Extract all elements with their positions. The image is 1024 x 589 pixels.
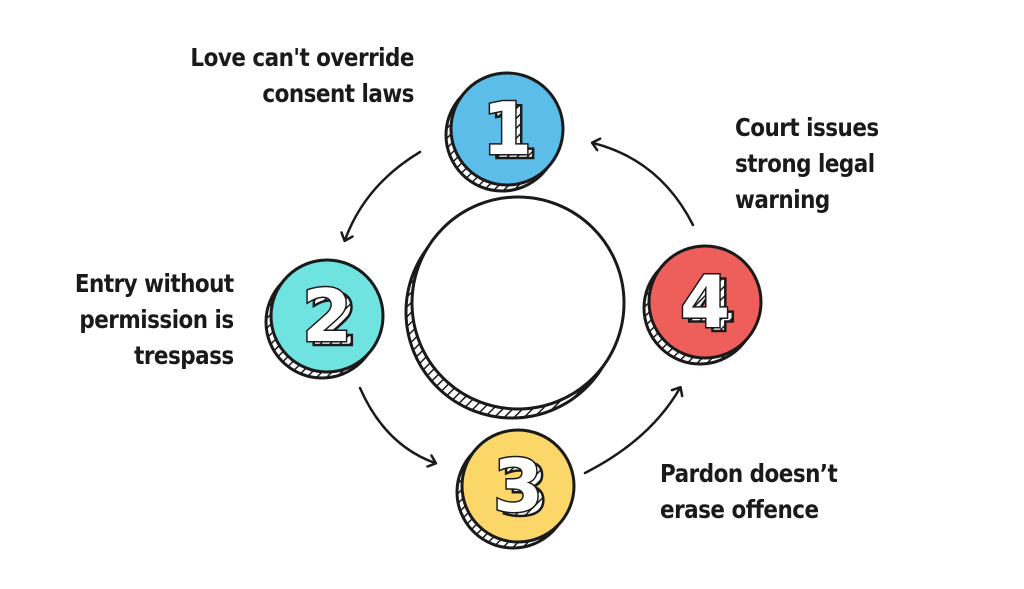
step-2-number: 2 <box>302 274 352 358</box>
step-1-number: 1 <box>482 87 532 171</box>
step-3-number: 3 <box>493 444 543 528</box>
step-4-label-line: strong legal <box>735 149 875 178</box>
step-2-label-line: trespass <box>134 341 234 370</box>
arrow-4-to-1 <box>593 143 695 227</box>
step-3-label-line: erase offence <box>660 495 819 524</box>
step-3-badge: 3 3 <box>455 428 576 550</box>
arrow-1-to-2 <box>345 150 422 240</box>
step-1-label: Love can't override consent laws <box>190 40 414 112</box>
step-4-label-line: warning <box>735 185 830 214</box>
step-4-label-line: Court issues <box>735 113 879 142</box>
step-4-badge: 4 4 <box>642 244 763 366</box>
step-4-number: 4 <box>680 260 730 344</box>
step-2-label-line: Entry without <box>75 269 234 298</box>
center-circle <box>404 195 626 420</box>
step-2-label-line: permission is <box>79 305 235 334</box>
step-1-number-shadow: 1 <box>488 91 538 175</box>
step-4-label: Court issues strong legal warning <box>735 110 879 218</box>
step-3-label-line: Pardon doesn’t <box>660 459 838 488</box>
arrow-2-to-3 <box>358 386 435 463</box>
step-1-label-line: Love can't override <box>190 43 414 72</box>
step-3-number-shadow: 3 <box>499 448 549 532</box>
step-1-badge: 1 1 <box>444 71 565 193</box>
step-4-number-shadow: 4 <box>686 264 736 348</box>
step-2-badge: 2 2 <box>264 258 385 380</box>
step-2-number-shadow: 2 <box>308 278 358 362</box>
step-3-label: Pardon doesn’t erase offence <box>660 456 838 528</box>
arrow-3-to-4 <box>583 388 680 475</box>
step-2-label: Entry without permission is trespass <box>75 266 234 374</box>
step-1-label-line: consent laws <box>262 79 414 108</box>
